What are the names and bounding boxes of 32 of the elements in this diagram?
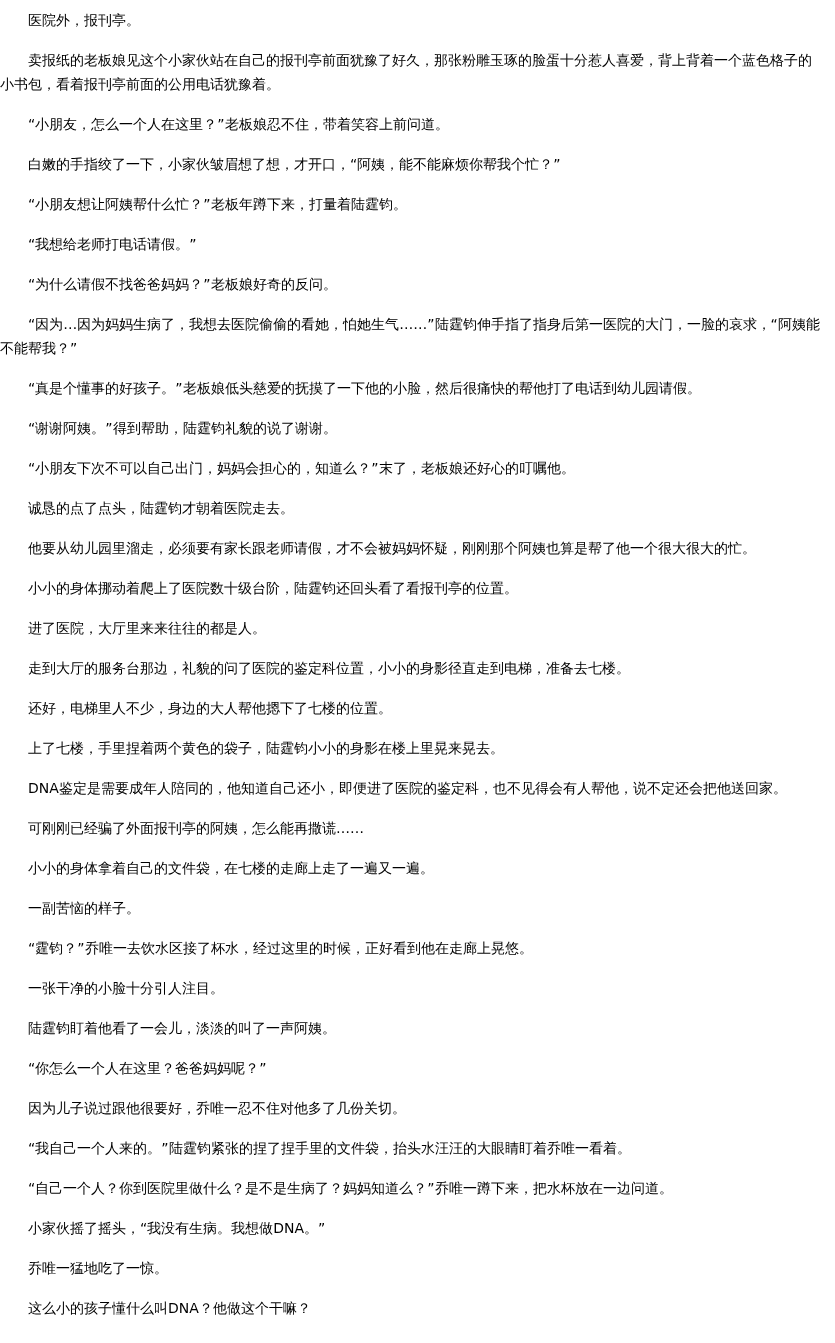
paragraph: “你怎么一个人在这里？爸爸妈妈呢？” (27, 1059, 268, 1078)
paragraph: 他要从幼儿园里溜走，必须要有家长跟老师请假，才不会被妈妈怀疑，刚刚那个阿姨也算是帮了他一个很大很大的忙。 (27, 539, 757, 558)
paragraph: “小朋友，怎么一个人在这里？”老板娘忍不住，带着笑容上前问道。 (27, 115, 450, 134)
paragraph: “我想给老师打电话请假。” (27, 235, 198, 254)
paragraph: 白嫩的手指绞了一下，小家伙皱眉想了想，才开口，“阿姨，能不能麻烦你帮我个忙？” (27, 155, 562, 174)
paragraph: “为什么请假不找爸爸妈妈？”老板娘好奇的反问。 (27, 275, 338, 294)
paragraph: 这么小的孩子懂什么叫DNA？他做这个干嘛？ (27, 1299, 312, 1318)
paragraph: 卖报纸的老板娘见这个小家伙站在自己的报刊亭前面犹豫了好久，那张粉雕玉琢的脸蛋十分惹人喜爱，背上背着一个蓝色格子的小书包，看着报刊亭前面的公用电话犹豫着。 (0, 51, 813, 94)
paragraph: “小朋友下次不可以自己出门，妈妈会担心的，知道么？”末了，老板娘还好心的叮嘱他。 (27, 459, 576, 478)
paragraph: DNA鉴定是需要成年人陪同的，他知道自己还小，即便进了医院的鉴定科，也不见得会有人帮他，说不定还会把他送回家。 (27, 779, 788, 798)
paragraph: 小家伙摇了摇头，“我没有生病。我想做DNA。” (27, 1219, 327, 1238)
paragraph: 一副苦恼的样子。 (27, 899, 141, 918)
paragraph: 一张干净的小脸十分引人注目。 (27, 979, 225, 998)
paragraph: 小小的身体挪动着爬上了医院数十级台阶，陆霆钧还回头看了看报刊亭的位置。 (27, 579, 519, 598)
paragraph: 还好，电梯里人不少，身边的大人帮他摁下了七楼的位置。 (27, 699, 393, 718)
paragraph: 上了七楼，手里捏着两个黄色的袋子，陆霆钧小小的身影在楼上里晃来晃去。 (27, 739, 505, 758)
paragraph: 医院外，报刊亭。 (27, 11, 141, 30)
paragraph: “我自己一个人来的。”陆霆钧紧张的捏了捏手里的文件袋，抬头水汪汪的大眼睛盯着乔唯一看着。 (27, 1139, 632, 1158)
paragraph: 走到大厅的服务台那边，礼貌的问了医院的鉴定科位置，小小的身影径直走到电梯，准备去七楼。 (27, 659, 631, 678)
paragraph: 因为儿子说过跟他很要好，乔唯一忍不住对他多了几份关切。 (27, 1099, 407, 1118)
paragraph: “霆钧？”乔唯一去饮水区接了杯水，经过这里的时候，正好看到他在走廊上晃悠。 (27, 939, 534, 958)
paragraph: 陆霆钧盯着他看了一会儿，淡淡的叫了一声阿姨。 (27, 1019, 337, 1038)
paragraph: 可刚刚已经骗了外面报刊亭的阿姨，怎么能再撒谎…… (27, 819, 365, 838)
paragraph: 诚恳的点了点头，陆霆钧才朝着医院走去。 (27, 499, 295, 518)
paragraph: 小小的身体拿着自己的文件袋，在七楼的走廊上走了一遍又一遍。 (27, 859, 435, 878)
paragraph: “小朋友想让阿姨帮什么忙？”老板年蹲下来，打量着陆霆钧。 (27, 195, 408, 214)
paragraph: “因为…因为妈妈生病了，我想去医院偷偷的看她，怕她生气……”陆霆钧伸手指了指身后第一医院的大门，一脸的哀求，“阿姨能不能帮我？” (0, 315, 821, 358)
paragraph: “真是个懂事的好孩子。”老板娘低头慈爱的抚摸了一下他的小脸，然后很痛快的帮他打了电话到幼儿园请假。 (27, 379, 702, 398)
paragraph: 进了医院，大厅里来来往往的都是人。 (27, 619, 267, 638)
paragraph: “自己一个人？你到医院里做什么？是不是生病了？妈妈知道么？”乔唯一蹲下来，把水杯放在一边问道。 (27, 1179, 674, 1198)
paragraph: “谢谢阿姨。”得到帮助，陆霆钧礼貌的说了谢谢。 (27, 419, 338, 438)
paragraph: 乔唯一猛地吃了一惊。 (27, 1259, 169, 1278)
